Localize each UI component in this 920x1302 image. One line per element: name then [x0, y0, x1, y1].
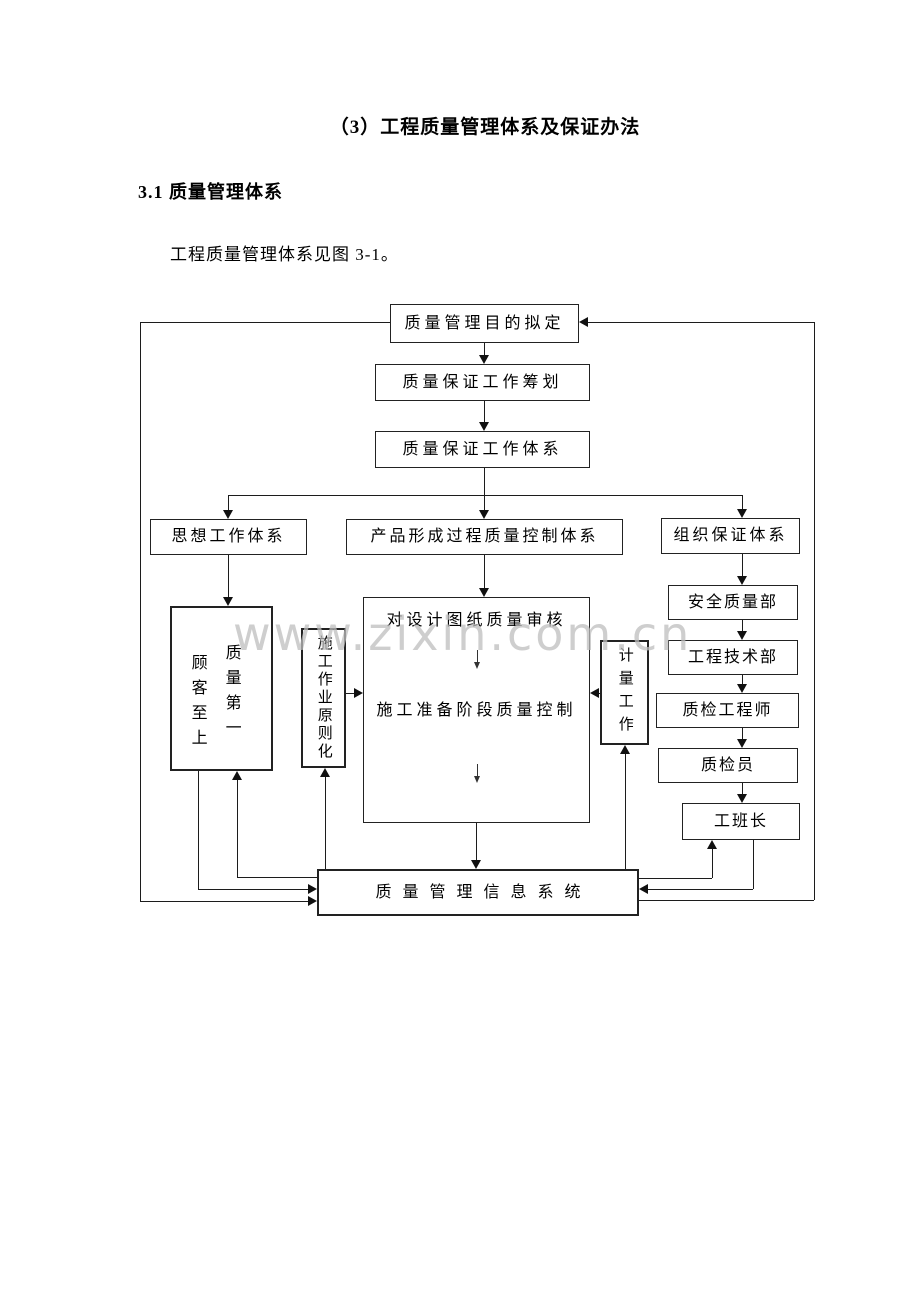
node-label: 质量管理目的拟定 — [404, 314, 565, 332]
connector-line — [625, 754, 626, 869]
node-label: 安全质量部 — [687, 593, 778, 611]
connector-line — [228, 496, 229, 510]
connector-line — [477, 764, 478, 776]
arrow-right-icon — [354, 688, 363, 698]
node-label: 质检员 — [700, 756, 755, 774]
node-quality-info-system: 质量管理信息系统 — [317, 869, 639, 916]
connector-line — [325, 777, 326, 869]
connector-line — [742, 728, 743, 739]
document-title: （3）工程质量管理体系及保证办法 — [329, 117, 641, 138]
arrow-down-icon — [737, 631, 747, 640]
connector-line — [742, 496, 743, 509]
connector-line — [476, 823, 477, 860]
node-label: 工程技术部 — [687, 648, 778, 666]
node-safety-quality-dept: 安全质量部 — [668, 585, 798, 620]
node-label: 质检工程师 — [682, 701, 773, 719]
arrow-down-icon — [737, 794, 747, 803]
arrow-up-icon — [707, 840, 717, 849]
node-assurance-planning: 质量保证工作筹划 — [375, 364, 590, 401]
arrow-down-icon — [474, 776, 480, 783]
vertical-label-construction-principle: 施工作业原则化 — [315, 635, 332, 761]
arrow-down-icon — [737, 684, 747, 693]
connector-line — [742, 783, 743, 794]
vertical-label-customer-supreme: 顾客至上 — [188, 654, 206, 754]
connector-line — [484, 555, 485, 588]
connector-line — [742, 554, 743, 576]
connector-line — [237, 780, 238, 877]
node-assurance-work-system: 质量保证工作体系 — [375, 431, 590, 468]
arrow-up-icon — [320, 768, 330, 777]
node-label: 质量管理信息系统 — [375, 883, 592, 901]
connector-line — [477, 650, 478, 662]
arrow-down-icon — [737, 576, 747, 585]
arrow-down-icon — [737, 509, 747, 518]
connector-line — [484, 468, 485, 496]
arrow-down-icon — [737, 739, 747, 748]
node-label: 工班长 — [713, 812, 768, 830]
connector-line — [484, 496, 485, 510]
connector-line — [198, 771, 199, 889]
node-org-guarantee-system: 组织保证体系 — [661, 518, 800, 554]
vertical-label-measurement-work: 计量工作 — [616, 646, 633, 739]
center-label-design-review: 对设计图纸质量审核 — [386, 612, 567, 629]
arrow-left-icon — [579, 317, 588, 327]
node-construction-principle: 施工作业原则化 — [301, 628, 346, 768]
node-quality-first-customer-supreme: 质量第一 顾客至上 — [170, 606, 273, 771]
intro-paragraph: 工程质量管理体系见图 3-1。 — [170, 245, 399, 264]
section-heading: 3.1 质量管理体系 — [138, 182, 283, 202]
connector-line — [753, 840, 754, 889]
arrow-left-icon — [639, 884, 648, 894]
node-thought-work-system: 思想工作体系 — [150, 519, 307, 555]
connector-line — [484, 401, 485, 422]
node-label: 质量保证工作体系 — [402, 440, 563, 458]
connector-line — [712, 849, 713, 878]
connector-line — [198, 889, 308, 890]
node-foreman: 工班长 — [682, 803, 800, 840]
feedback-loop-right-line — [814, 322, 815, 900]
center-label-prep-control: 施工准备阶段质量控制 — [376, 702, 577, 719]
arrow-down-icon — [479, 422, 489, 431]
node-qc-inspector: 质检员 — [658, 748, 798, 783]
connector-line — [346, 693, 355, 694]
node-product-process-control: 产品形成过程质量控制体系 — [346, 519, 623, 555]
node-engineering-tech-dept: 工程技术部 — [668, 640, 798, 675]
connector-line — [648, 889, 753, 890]
arrow-down-icon — [474, 662, 480, 669]
vertical-label-quality-first: 质量第一 — [222, 644, 240, 744]
node-qc-engineer: 质检工程师 — [656, 693, 799, 728]
connector-line — [228, 555, 229, 597]
arrow-down-icon — [471, 860, 481, 869]
arrow-down-icon — [223, 597, 233, 606]
connector-line — [484, 343, 485, 355]
arrow-down-icon — [479, 588, 489, 597]
feedback-loop-right-line — [588, 322, 814, 323]
node-label: 产品形成过程质量控制体系 — [370, 528, 599, 546]
arrow-right-icon — [308, 884, 317, 894]
arrow-left-icon — [590, 688, 599, 698]
connector-line — [237, 877, 317, 878]
connector-line — [598, 693, 600, 694]
node-measurement-work: 计量工作 — [600, 640, 649, 745]
node-preparation-quality-control: 对设计图纸质量审核 施工准备阶段质量控制 — [363, 597, 590, 823]
connector-line — [742, 675, 743, 684]
connector-line — [639, 900, 814, 901]
connector-line — [140, 901, 308, 902]
connector-line — [639, 878, 712, 879]
connector-line — [742, 620, 743, 631]
arrow-down-icon — [479, 510, 489, 519]
node-quality-goal: 质量管理目的拟定 — [390, 304, 579, 343]
distribution-line — [228, 495, 743, 496]
arrow-up-icon — [232, 771, 242, 780]
arrow-right-icon — [308, 896, 317, 906]
node-label: 思想工作体系 — [171, 528, 286, 546]
node-label: 质量保证工作筹划 — [402, 373, 563, 391]
arrow-down-icon — [479, 355, 489, 364]
node-label: 组织保证体系 — [673, 527, 788, 545]
arrow-down-icon — [223, 510, 233, 519]
feedback-loop-left-line — [140, 322, 141, 901]
feedback-loop-left-line — [140, 322, 390, 323]
arrow-up-icon — [620, 745, 630, 754]
